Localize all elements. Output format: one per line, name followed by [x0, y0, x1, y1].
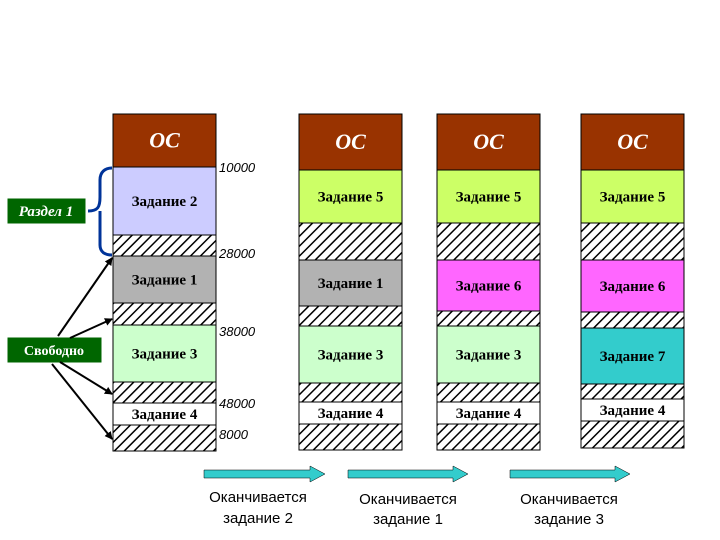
free-memory-block — [436, 423, 541, 451]
job-block — [580, 169, 685, 224]
free-arrow — [51, 363, 113, 440]
free-memory-block — [298, 423, 403, 451]
job-label: Задание 1 — [132, 273, 198, 289]
job-block — [436, 169, 541, 224]
job-label: Задание 6 — [456, 279, 522, 295]
free-memory-block — [436, 222, 541, 261]
address-label: 8000 — [219, 427, 249, 442]
free-memory-block — [298, 305, 403, 327]
job-label: Задание 4 — [600, 403, 666, 419]
memory-column: ОС Задание 5 Задание 1 Задание 3 Задание 4 — [298, 113, 403, 451]
free-arrow — [57, 257, 113, 337]
os-label: ОС — [617, 129, 648, 154]
free-memory-block — [112, 302, 217, 326]
caption-line: задание 2 — [223, 510, 293, 527]
job-label: Задание 2 — [132, 194, 198, 210]
job-label: Задание 4 — [318, 406, 384, 422]
free-arrow — [69, 318, 113, 339]
transition-arrow — [203, 465, 326, 483]
caption-line: задание 3 — [534, 511, 604, 528]
section-label-box — [6, 197, 87, 225]
address-label: 48000 — [219, 396, 256, 411]
free-memory-block — [112, 381, 217, 404]
caption-line: Оканчивается — [520, 491, 618, 508]
captions: Оканчивается задание 2 Оканчивается зада… — [209, 489, 618, 528]
job-label: Задание 5 — [600, 190, 666, 206]
job-block — [298, 325, 403, 384]
job-block — [112, 324, 217, 383]
free-memory-block — [112, 424, 217, 452]
job-label: Задание 4 — [456, 406, 522, 422]
free-memory-block — [580, 420, 685, 449]
free-memory-block — [580, 383, 685, 400]
free-memory-block — [112, 234, 217, 257]
free-memory-block — [436, 310, 541, 327]
memory-column: ОС Задание 5 Задание 6 Задание 3 Задание 4 — [436, 113, 541, 451]
free-label: Свободно — [24, 344, 84, 359]
section-callout: Раздел 1 — [6, 166, 113, 257]
job-label: Задание 6 — [600, 279, 666, 295]
job-label: Задание 5 — [456, 190, 522, 206]
job-label: Задание 4 — [132, 407, 198, 423]
free-memory-block — [580, 222, 685, 261]
free-memory-block — [298, 382, 403, 403]
os-label: ОС — [335, 129, 366, 154]
address-label: 10000 — [219, 160, 256, 175]
caption-line: Оканчивается — [359, 491, 457, 508]
job-block — [580, 259, 685, 313]
transition-arrow — [509, 465, 631, 483]
job-label: Задание 1 — [318, 276, 384, 292]
section-bracket — [87, 166, 113, 257]
free-label-box — [6, 336, 103, 364]
job-label: Задание 3 — [132, 347, 198, 363]
address-labels: 10000 28000 38000 48000 8000 — [218, 160, 256, 442]
job-block — [436, 325, 541, 384]
job-label: Задание 5 — [318, 190, 384, 206]
job-block — [436, 259, 541, 312]
memory-column: ОС Задание 5 Задание 6 Задание 7 Задание 4 — [580, 113, 685, 449]
job-label: Задание 7 — [600, 349, 666, 365]
os-block — [580, 113, 685, 171]
job-label: Задание 3 — [318, 348, 384, 364]
caption-line: Оканчивается — [209, 489, 307, 506]
section-label: Раздел 1 — [19, 204, 73, 220]
free-memory-block — [580, 311, 685, 329]
job-block — [112, 166, 217, 236]
free-callout: Свободно — [6, 257, 113, 440]
free-memory-block — [298, 222, 403, 261]
free-memory-block — [436, 382, 541, 403]
os-label: ОС — [149, 128, 180, 153]
job-label: Задание 3 — [456, 348, 522, 364]
caption-line: задание 1 — [373, 511, 443, 528]
address-label: 28000 — [218, 246, 256, 261]
address-label: 38000 — [219, 324, 256, 339]
free-arrow — [59, 361, 113, 395]
job-block — [580, 327, 685, 385]
os-block — [112, 113, 217, 168]
os-label: ОС — [473, 129, 504, 154]
job-block — [112, 255, 217, 304]
transition-arrows — [203, 465, 631, 483]
job-block — [298, 259, 403, 307]
transition-arrow — [347, 465, 469, 483]
memory-column: ОС Задание 2 Задание 1 Задание 3 Задание 4 — [112, 113, 217, 452]
